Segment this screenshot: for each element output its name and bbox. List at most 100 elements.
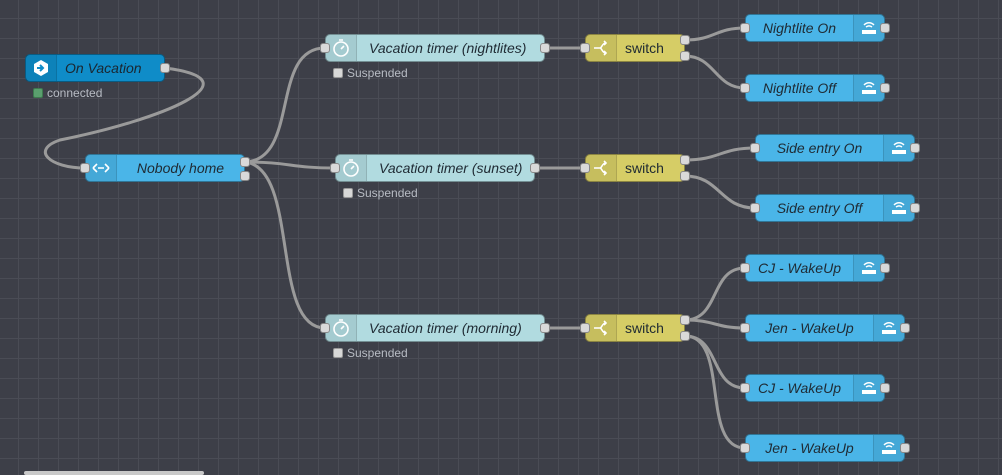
output-port[interactable] — [540, 43, 550, 53]
wire — [684, 26, 746, 42]
status-dot — [343, 188, 353, 198]
node-label: Vacation timer (sunset) — [379, 160, 523, 176]
status-text: Suspended — [357, 186, 418, 200]
node-label: CJ - WakeUp — [758, 380, 841, 396]
output-port[interactable] — [680, 155, 690, 165]
node-label: Nightlite Off — [762, 80, 837, 96]
output-port[interactable] — [160, 63, 170, 73]
output-port[interactable] — [900, 443, 910, 453]
output-port[interactable] — [900, 323, 910, 333]
node-label: Vacation timer (morning) — [369, 320, 522, 336]
output-port[interactable] — [880, 83, 890, 93]
switch-node-3[interactable]: switch — [585, 314, 685, 342]
wire — [684, 54, 746, 90]
input-port[interactable] — [740, 383, 750, 393]
output-port[interactable] — [540, 323, 550, 333]
input-port[interactable] — [320, 323, 330, 333]
output-port[interactable] — [910, 203, 920, 213]
input-port[interactable] — [330, 163, 340, 173]
output-port[interactable] — [680, 315, 690, 325]
wire — [44, 66, 205, 170]
router-wifi-icon — [853, 15, 884, 41]
timer-sunset-node[interactable]: Vacation timer (sunset) — [335, 154, 535, 182]
node-label: Nobody home — [136, 160, 225, 176]
status-text: Suspended — [347, 346, 408, 360]
input-port[interactable] — [740, 263, 750, 273]
stopwatch-icon — [326, 35, 357, 61]
input-port[interactable] — [580, 163, 590, 173]
fork-icon — [586, 155, 617, 181]
input-port[interactable] — [740, 23, 750, 33]
cj-wakeup-node-1[interactable]: CJ - WakeUp — [745, 254, 885, 282]
nightlite-on-node[interactable]: Nightlite On — [745, 14, 885, 42]
status-dot — [33, 88, 43, 98]
node-label: switch — [625, 40, 664, 56]
router-wifi-icon — [883, 135, 914, 161]
status-text: connected — [47, 86, 103, 100]
wire — [244, 160, 326, 330]
router-wifi-icon — [883, 195, 914, 221]
output-port[interactable] — [880, 263, 890, 273]
node-label: CJ - WakeUp — [758, 260, 841, 276]
node-status: Suspended — [333, 66, 408, 80]
node-label: Nightlite On — [762, 20, 837, 36]
node-label: Vacation timer (nightlites) — [369, 40, 527, 56]
router-wifi-icon — [853, 75, 884, 101]
nobody-home-node[interactable]: Nobody home — [85, 154, 245, 182]
node-label: Side entry Off — [776, 200, 863, 216]
router-wifi-icon — [853, 375, 884, 401]
fork-icon — [586, 315, 617, 341]
nightlite-off-node[interactable]: Nightlite Off — [745, 74, 885, 102]
status-dot — [333, 68, 343, 78]
output-port[interactable] — [680, 51, 690, 61]
on-vacation-node[interactable]: On Vacation — [25, 54, 165, 82]
input-port[interactable] — [580, 43, 590, 53]
node-label: Side entry On — [776, 140, 863, 156]
output-port[interactable] — [240, 171, 250, 181]
input-port[interactable] — [740, 443, 750, 453]
status-dot — [333, 348, 343, 358]
node-status: connected — [33, 86, 102, 100]
wire — [684, 334, 746, 390]
router-wifi-icon — [873, 315, 904, 341]
side-entry-on-node[interactable]: Side entry On — [755, 134, 915, 162]
jen-wakeup-node-2[interactable]: Jen - WakeUp — [745, 434, 905, 462]
bidirectional-arrow-icon — [86, 155, 117, 181]
wire — [684, 266, 746, 322]
input-port[interactable] — [740, 83, 750, 93]
timer-morning-node[interactable]: Vacation timer (morning) — [325, 314, 545, 342]
node-status: Suspended — [333, 346, 408, 360]
wire — [684, 334, 746, 450]
stopwatch-icon — [336, 155, 367, 181]
input-port[interactable] — [750, 203, 760, 213]
side-entry-off-node[interactable]: Side entry Off — [755, 194, 915, 222]
horizontal-scrollbar[interactable] — [24, 471, 204, 475]
node-label: On Vacation — [65, 60, 142, 76]
timer-nightlites-node[interactable]: Vacation timer (nightlites) — [325, 34, 545, 62]
output-port[interactable] — [910, 143, 920, 153]
node-label: switch — [625, 160, 664, 176]
output-port[interactable] — [240, 157, 250, 167]
output-port[interactable] — [880, 23, 890, 33]
node-label: switch — [625, 320, 664, 336]
cj-wakeup-node-2[interactable]: CJ - WakeUp — [745, 374, 885, 402]
jen-wakeup-node-1[interactable]: Jen - WakeUp — [745, 314, 905, 342]
router-wifi-icon — [873, 435, 904, 461]
input-port[interactable] — [740, 323, 750, 333]
wire — [244, 160, 336, 170]
output-port[interactable] — [880, 383, 890, 393]
input-port[interactable] — [320, 43, 330, 53]
wire — [684, 174, 756, 210]
fork-icon — [586, 35, 617, 61]
output-port[interactable] — [680, 331, 690, 341]
switch-node-1[interactable]: switch — [585, 34, 685, 62]
output-port[interactable] — [530, 163, 540, 173]
stopwatch-icon — [326, 315, 357, 341]
output-port[interactable] — [680, 171, 690, 181]
switch-node-2[interactable]: switch — [585, 154, 685, 182]
output-port[interactable] — [680, 35, 690, 45]
router-wifi-icon — [853, 255, 884, 281]
input-port[interactable] — [80, 163, 90, 173]
input-port[interactable] — [580, 323, 590, 333]
input-port[interactable] — [750, 143, 760, 153]
